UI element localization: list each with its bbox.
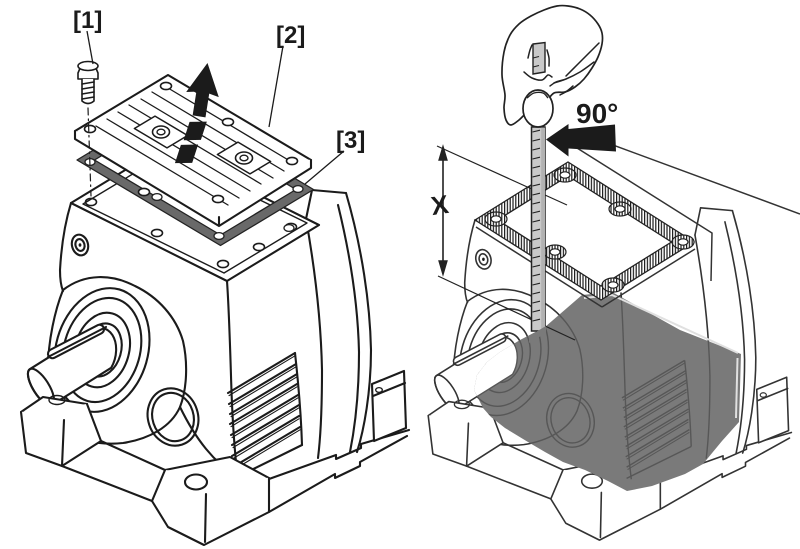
svg-text:90°: 90° — [576, 98, 618, 129]
svg-text:[2]: [2] — [276, 22, 305, 49]
svg-text:[1]: [1] — [73, 7, 102, 34]
svg-text:[3]: [3] — [336, 127, 365, 154]
svg-text:X: X — [429, 189, 451, 221]
